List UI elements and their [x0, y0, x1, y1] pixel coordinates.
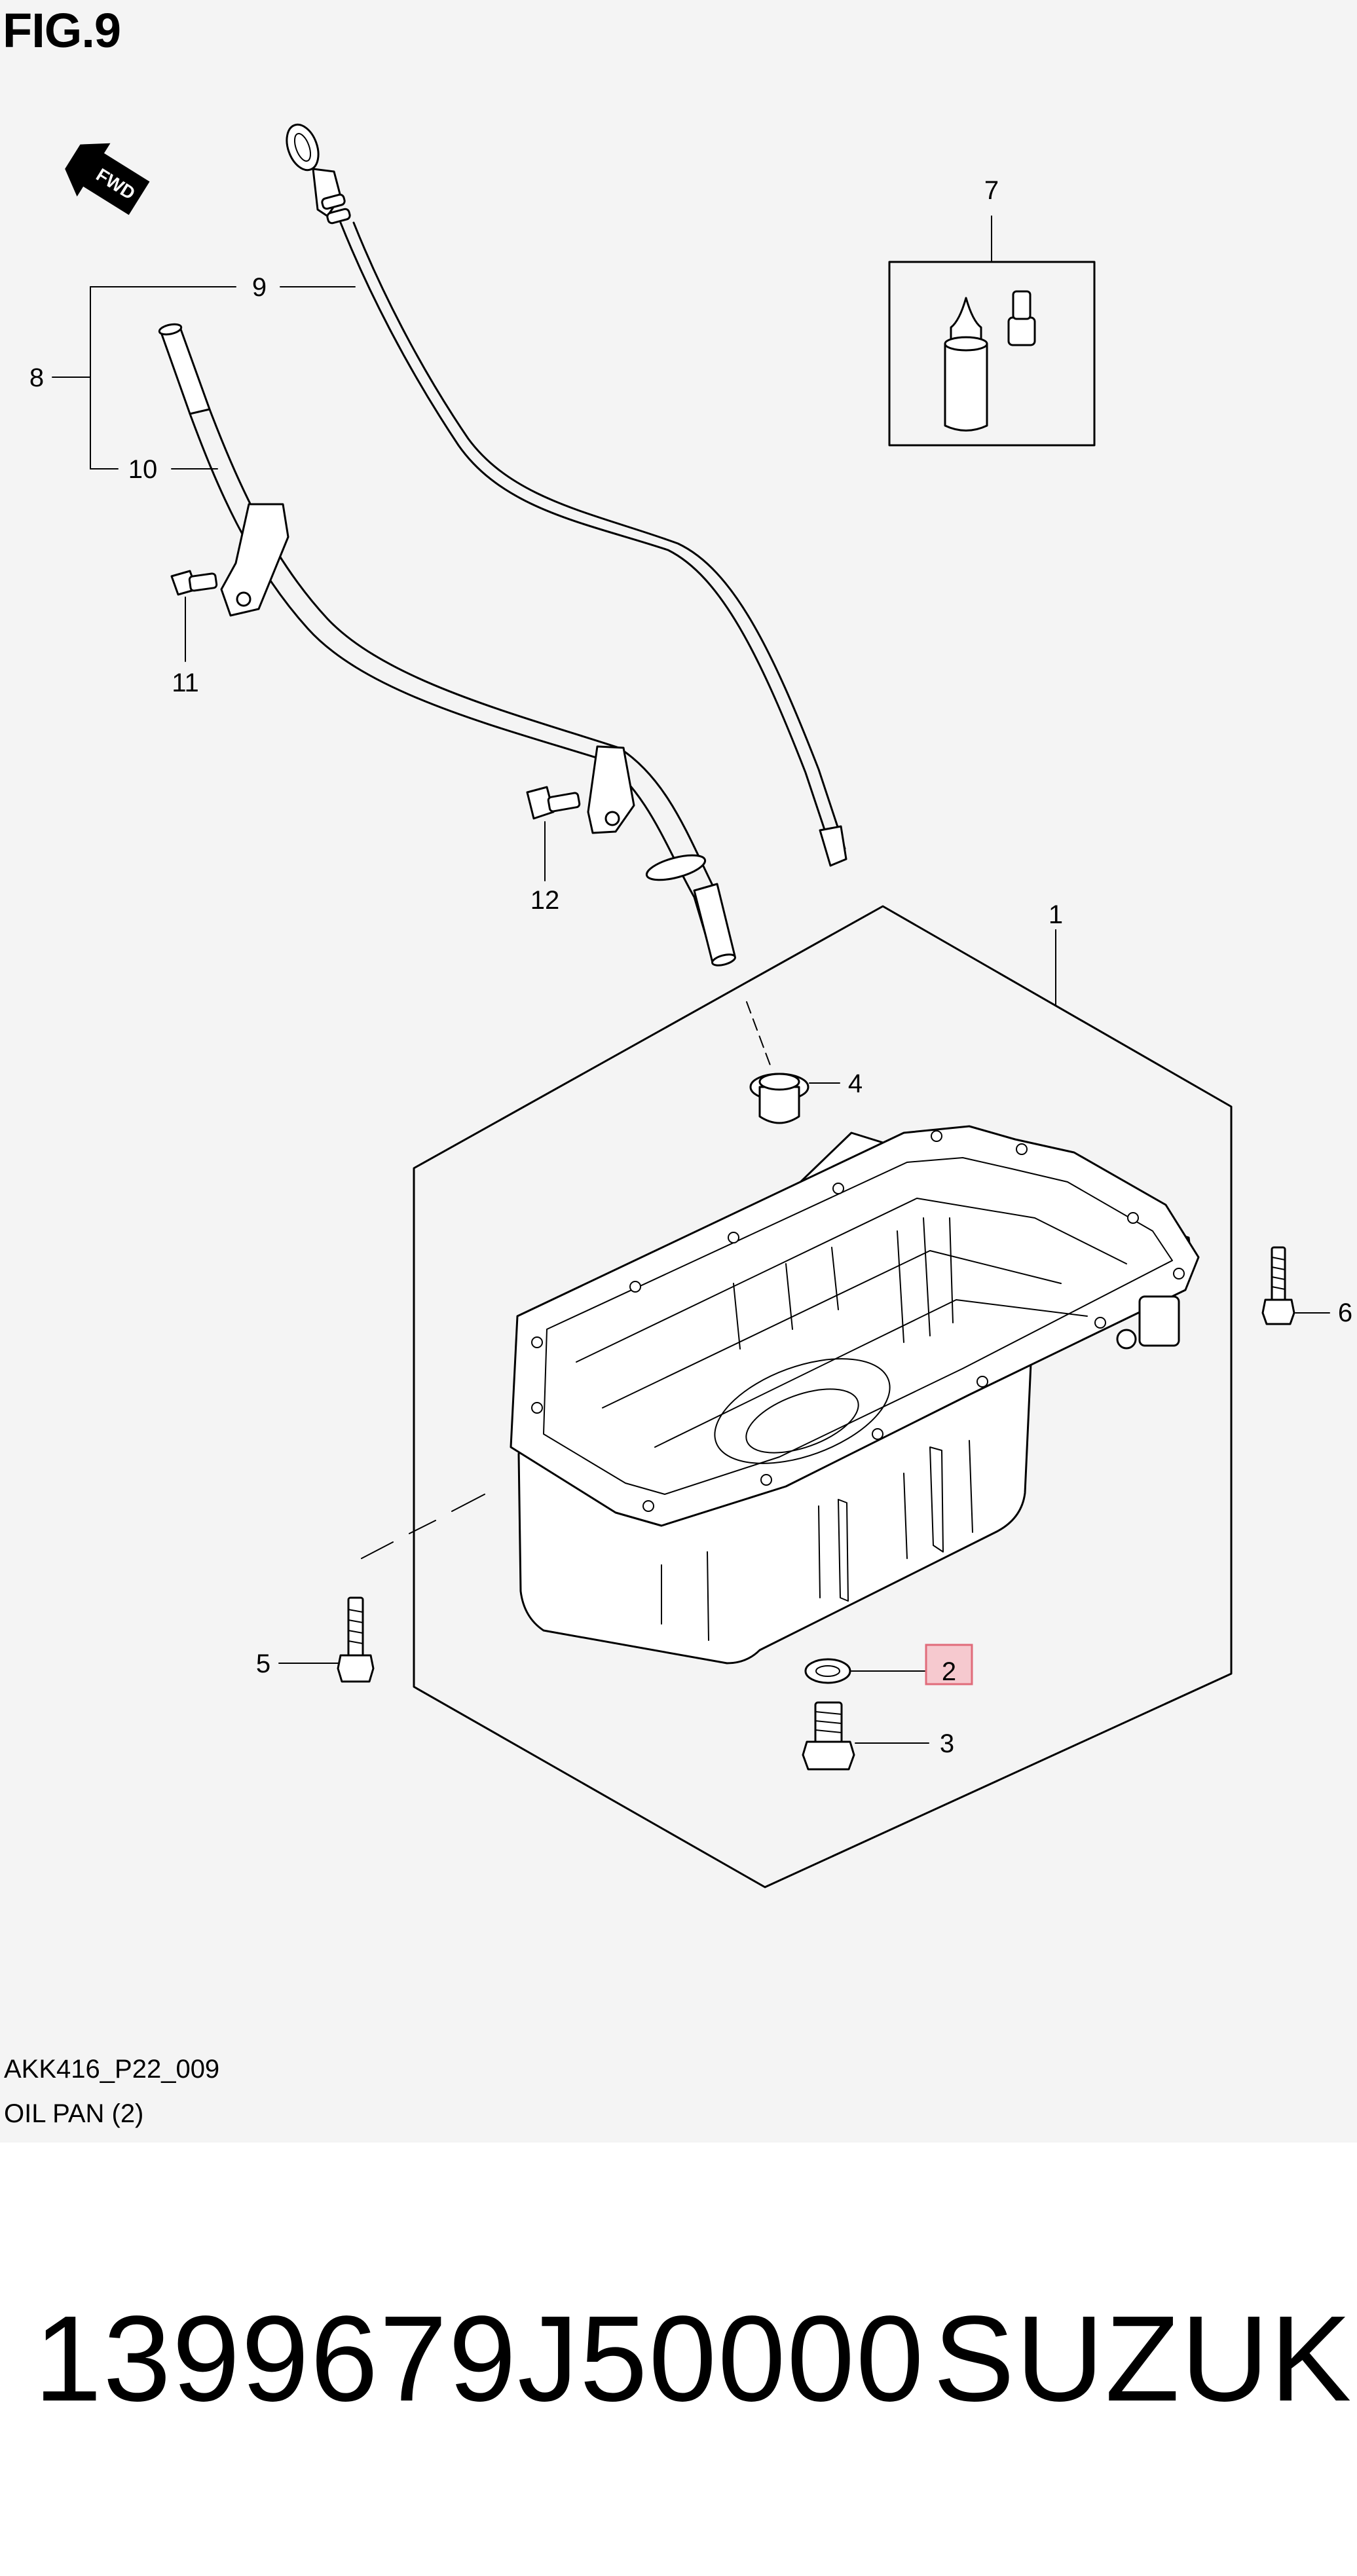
part-7-sealant-kit [888, 215, 1096, 447]
callout-4: 4 [848, 1069, 863, 1098]
drawing-name: OIL PAN (2) [4, 2099, 144, 2128]
callout-1: 1 [1049, 900, 1063, 929]
part-12-bolt [526, 786, 581, 881]
callout-12: 12 [530, 886, 560, 915]
callout-3: 3 [940, 1729, 954, 1758]
callout-10: 10 [128, 455, 158, 484]
callout-6: 6 [1338, 1298, 1352, 1327]
brand-name: SUZUKI [933, 2291, 1357, 2427]
part-4-grommet [746, 1001, 840, 1124]
highlight-box-callout-2 [925, 1644, 973, 1685]
callout-5: 5 [256, 1649, 270, 1678]
part-6-bolt [1261, 1246, 1330, 1325]
drawing-code: AKK416_P22_009 [4, 2055, 220, 2084]
part-1-oil-pan [361, 905, 1233, 1888]
figure-title: FIG.9 [3, 3, 121, 58]
drawing-area [0, 0, 1357, 2143]
part-3-drain-plug [802, 1701, 929, 1771]
callout-9: 9 [252, 273, 267, 302]
part-9-dipstick [286, 123, 847, 867]
callout-11: 11 [172, 669, 199, 697]
fwd-arrow-icon: FWD [65, 143, 150, 215]
callout-2: 2 [942, 1657, 956, 1686]
callout-bracket-8 [52, 286, 356, 469]
part-2-gasket [804, 1644, 973, 1685]
part-11-bolt [170, 570, 218, 662]
part-5-bolt [278, 1596, 375, 1683]
oil-pan-diagram: FWD [29, 123, 1352, 1888]
callout-labels: 1 2 3 4 5 6 7 8 9 10 11 12 [29, 176, 1352, 1758]
callout-7: 7 [984, 176, 999, 205]
callout-8: 8 [29, 363, 44, 392]
part-number: 1399679J50000 [34, 2291, 925, 2427]
part-10-dipstick-guide [158, 323, 736, 966]
